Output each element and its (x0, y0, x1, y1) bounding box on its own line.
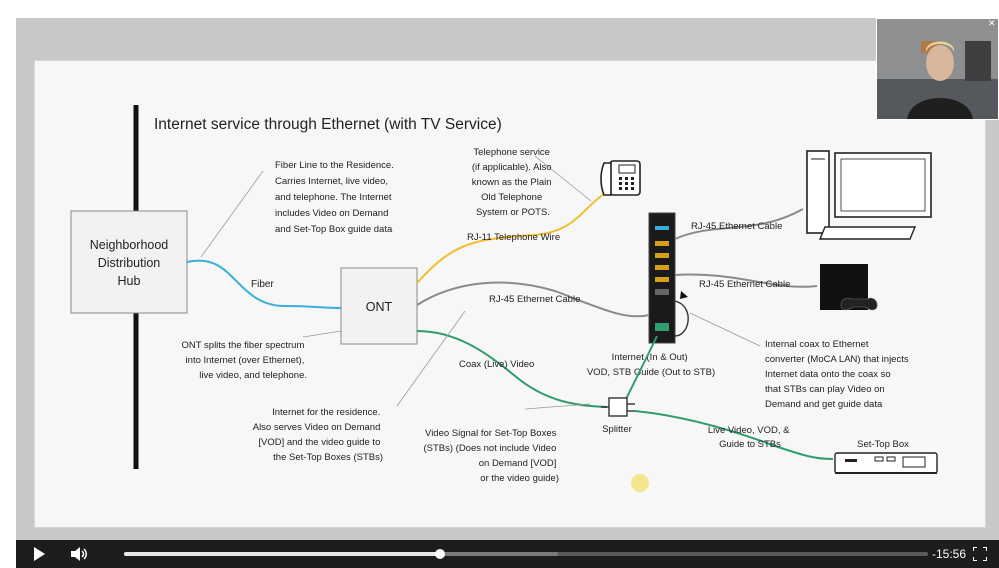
progress-bar[interactable] (124, 549, 928, 559)
rj45-ont-label: RJ-45 Ethernet Cable (489, 294, 580, 305)
game-console-icon (820, 264, 878, 311)
stb-label: Set-Top Box (857, 439, 909, 450)
video-note-pointer (524, 403, 591, 410)
router-note: Internet (In & Out) VOD, STB Guide (Out … (587, 352, 715, 378)
coax-label: Coax (Live) Video (459, 359, 534, 370)
network-diagram: Internet service through Ethernet (with … (70, 105, 938, 492)
telephone-icon (600, 160, 641, 196)
stb-feed-label: Live Video, VOD, & Guide to STBs (708, 425, 792, 450)
stb-coax-line (634, 410, 834, 460)
rj45-mid-label: RJ-45 Ethernet Cable (699, 279, 790, 290)
volume-button[interactable] (68, 540, 92, 568)
computer-ethernet-cable (674, 208, 804, 240)
telephone-wire (416, 192, 606, 284)
telephone-note: Telephone service (if applicable). Also … (472, 147, 554, 218)
progress-knob[interactable] (434, 549, 445, 559)
rj11-label: RJ-11 Telephone Wire (467, 232, 560, 243)
router-icon (648, 212, 676, 344)
hub-label-1: Neighborhood (90, 238, 169, 252)
fiber-label: Fiber (251, 279, 274, 290)
moca-note: Internal coax to Ethernet converter (MoC… (765, 339, 911, 410)
rj45-top-label: RJ-45 Ethernet Cable (691, 221, 782, 232)
residence-note-pointer (396, 310, 466, 407)
ont-note-pointer (302, 330, 342, 338)
fiber-line (186, 259, 342, 309)
slide-title: Internet service through Ethernet (with … (154, 116, 502, 133)
moca-arrow (680, 291, 688, 299)
ont-ethernet-cable (416, 281, 650, 318)
close-icon[interactable]: ✕ (988, 18, 996, 28)
cursor-highlight (631, 474, 649, 492)
console-ethernet-cable (674, 273, 818, 288)
video-note: Video Signal for Set-Top Boxes (STBs) (D… (423, 428, 559, 484)
time-remaining: -15:56 (932, 547, 967, 561)
computer-icon (806, 150, 932, 240)
slide-frame: Internet service through Ethernet (with … (34, 60, 986, 528)
set-top-box-icon (834, 452, 938, 474)
ont-label: ONT (366, 300, 393, 314)
volume-icon (71, 547, 87, 561)
ont-box (340, 267, 418, 345)
residence-note: Internet for the residence. Also serves … (253, 407, 383, 463)
hub-box (70, 210, 188, 314)
splitter-label: Splitter (602, 424, 632, 435)
moca-note-pointer (689, 312, 761, 347)
play-button[interactable] (30, 540, 48, 568)
fiber-note-pointer (200, 170, 264, 258)
moca-loop (674, 300, 689, 337)
fullscreen-icon (973, 547, 987, 561)
hub-label-3: Hub (118, 274, 141, 288)
player-controls: -15:56 (16, 540, 999, 568)
telephone-note-pointer (534, 155, 592, 202)
webcam-overlay (876, 18, 999, 120)
play-icon (34, 547, 45, 561)
fiber-note: Fiber Line to the Residence. Carries Int… (275, 160, 396, 235)
splitter-router-coax (624, 335, 658, 402)
hub-label-2: Distribution (98, 256, 161, 270)
presenter-video (877, 19, 998, 119)
progress-played (124, 552, 440, 556)
splitter-icon (608, 397, 628, 417)
fullscreen-button[interactable] (972, 540, 988, 568)
ont-note: ONT splits the fiber spectrum into Inter… (182, 340, 307, 381)
